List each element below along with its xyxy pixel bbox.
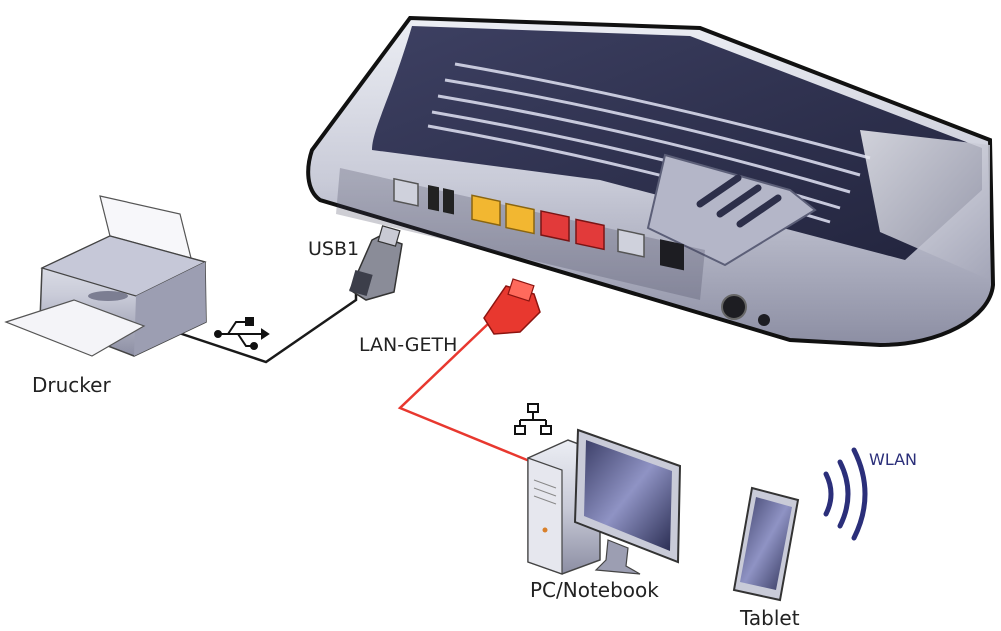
wifi-icon — [826, 450, 865, 538]
router — [308, 18, 993, 345]
phone-port — [618, 229, 644, 257]
usb-port-1 — [428, 185, 439, 211]
pc — [528, 430, 680, 574]
lan-port-yellow-1 — [472, 195, 500, 225]
usb-port-2 — [443, 188, 454, 214]
tablet-label: Tablet — [740, 608, 800, 628]
reset-hole — [758, 314, 770, 326]
pc-tower-front — [528, 458, 562, 574]
printer-label: Drucker — [32, 375, 111, 395]
dark-port — [660, 239, 684, 270]
wlan-label: WLAN — [869, 452, 917, 468]
usb-port-label: USB1 — [308, 240, 359, 259]
lan-port-red-1 — [541, 211, 569, 241]
dsl-port — [394, 179, 418, 206]
lan-port-red-2 — [576, 219, 604, 249]
lan-port-label: LAN-GETH — [359, 336, 457, 355]
usb-icon — [215, 318, 268, 349]
lan-port-yellow-2 — [506, 204, 534, 234]
printer — [6, 196, 206, 356]
pc-label: PC/Notebook — [530, 580, 659, 600]
tablet — [734, 488, 798, 600]
network-icon — [515, 404, 551, 434]
power-socket — [722, 295, 746, 319]
